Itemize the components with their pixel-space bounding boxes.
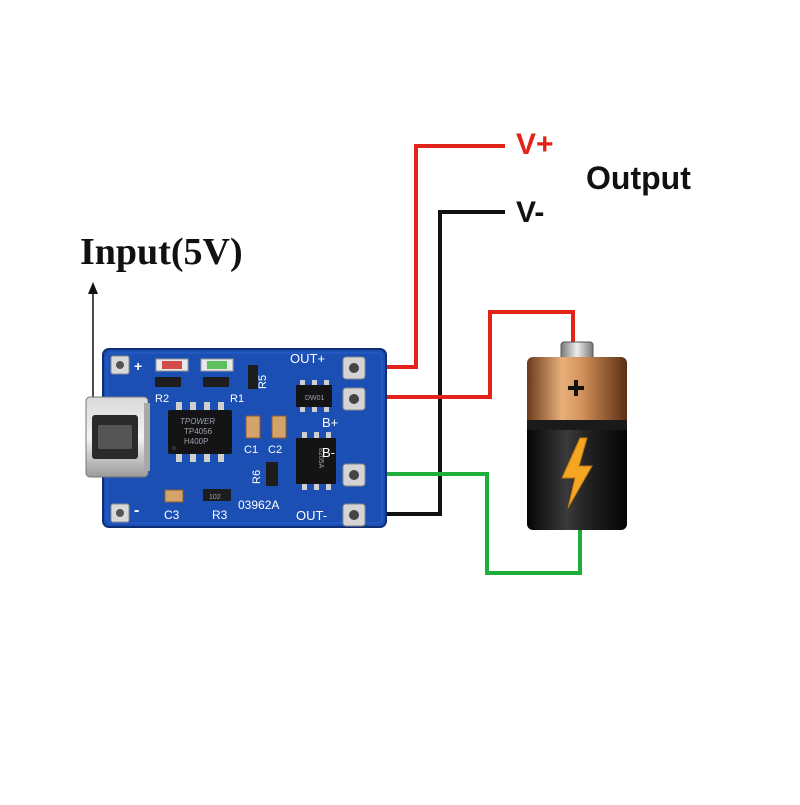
- pcb-minus-label: -: [134, 502, 139, 519]
- pcb-c3-label: C3: [164, 508, 180, 522]
- capacitor-c1: [245, 415, 261, 439]
- battery-icon: [527, 341, 627, 530]
- wire-battery-plus: [360, 310, 575, 399]
- pcb-c1-label: C1: [244, 444, 258, 456]
- led-green: [200, 358, 234, 372]
- pcb-board-id: 03962A: [238, 498, 279, 512]
- micro-usb-port-icon: [85, 396, 150, 478]
- resistor-r3: [203, 489, 231, 501]
- chip-dw01: [296, 380, 332, 412]
- ic-code-text: H400P: [184, 437, 208, 446]
- terminal-pads: [342, 356, 366, 527]
- resistor-r6: [266, 462, 278, 486]
- fet-chip-text: 8205A: [317, 448, 324, 469]
- pcb-b-plus-label: B+: [322, 415, 338, 430]
- output-label: Output: [586, 160, 691, 196]
- pcb-r6-label: R6: [251, 470, 263, 484]
- ic-model-text: TP4056: [184, 427, 213, 436]
- ic-tp4056: [168, 402, 232, 462]
- pcb-plus-label: +: [134, 358, 142, 374]
- v-plus-label: V+: [516, 128, 554, 161]
- ic-brand-text: TPOWER: [180, 417, 215, 426]
- lightning-bolt-icon: [561, 437, 593, 509]
- wire-battery-minus: [360, 472, 582, 575]
- resistor-mark: 102: [209, 494, 221, 501]
- resistor-r2: [155, 377, 181, 387]
- wire-v-minus: [360, 210, 505, 516]
- dw01-text: DW01: [305, 395, 325, 402]
- pcb-r1-label: R1: [230, 393, 244, 405]
- pcb-out-minus-label: OUT-: [296, 508, 327, 523]
- up-arrow-icon: [88, 282, 98, 403]
- wire-v-plus: [360, 144, 505, 369]
- capacitor-c2: [271, 415, 287, 439]
- input-label: Input(5V): [80, 231, 243, 273]
- led-red: [155, 358, 189, 372]
- resistor-r5: [248, 365, 258, 389]
- chip-8205a: [296, 432, 336, 490]
- v-minus-label: V-: [516, 196, 545, 229]
- charger-board: TPOWER TP4056 H400P 102 DW01 8205: [85, 348, 387, 528]
- pcb-r5-label: R5: [257, 375, 269, 389]
- battery-plus-sign-icon: [568, 380, 584, 396]
- resistor-r1: [203, 377, 229, 387]
- pcb-r3-label: R3: [212, 508, 228, 522]
- pcb-out-plus-label: OUT+: [290, 351, 325, 366]
- pcb-b-minus-label: B-: [322, 445, 335, 460]
- pcb-c2-label: C2: [268, 444, 282, 456]
- capacitor-c3: [164, 489, 184, 503]
- pcb-r2-label: R2: [155, 393, 169, 405]
